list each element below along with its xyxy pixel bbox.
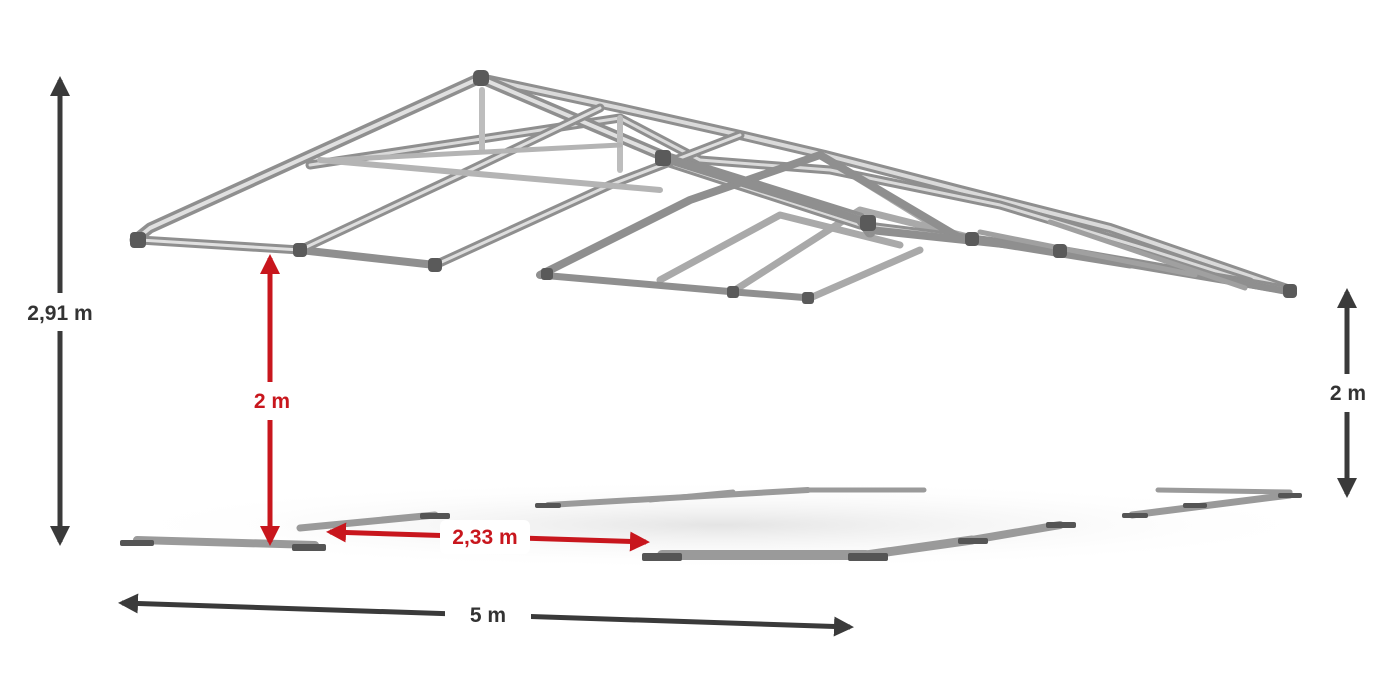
dimension-total-height: 2,91 m <box>12 76 108 546</box>
base-rails <box>133 487 1294 560</box>
total-height-label: 2,91 m <box>27 302 92 325</box>
bay-width-label: 2,33 m <box>452 526 517 549</box>
tent-width-label: 5 m <box>470 604 506 627</box>
base-plates <box>120 493 1302 561</box>
dimension-wall-height-left: 2 m <box>232 254 312 546</box>
roof-rafters <box>295 103 1294 302</box>
dimension-tent-width: 5 m <box>118 593 854 637</box>
dimension-wall-height-right: 2 m <box>1312 288 1386 498</box>
wall-height-right-label: 2 m <box>1330 382 1366 405</box>
connectors <box>130 70 1297 304</box>
posts <box>132 152 1294 561</box>
dimension-bay-width: 2,33 m <box>326 520 650 554</box>
tent-frame <box>120 70 1302 561</box>
wall-height-left-label: 2 m <box>254 390 290 413</box>
